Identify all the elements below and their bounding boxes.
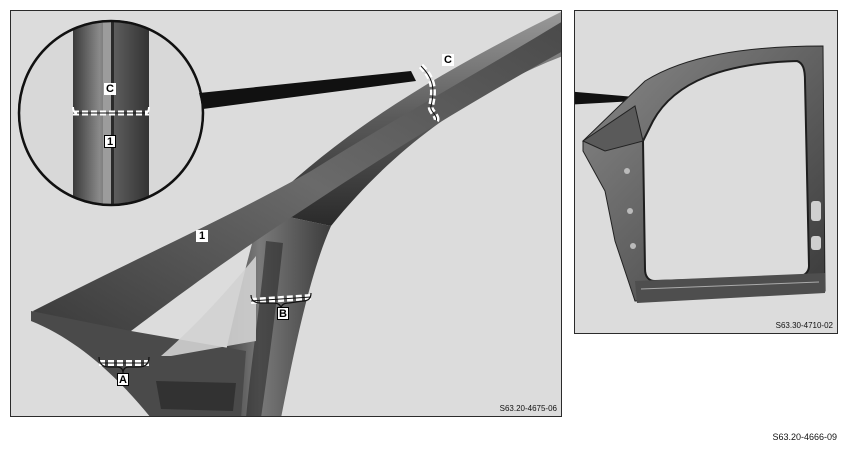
- label-seam-c: C: [442, 54, 454, 66]
- overview-leader: [575, 91, 635, 105]
- overview-figure-reference: S63.30-4710-02: [775, 321, 833, 330]
- a-pillar-drawing: [17, 11, 561, 416]
- overview-diagram-panel: S63.30-4710-02: [574, 10, 838, 334]
- leader-line: [199, 71, 416, 109]
- label-seam-c-inset: C: [104, 83, 116, 95]
- page-reference: S63.20-4666-09: [772, 432, 837, 442]
- label-seam-a: A: [117, 373, 129, 386]
- side-frame-drawing: [575, 45, 826, 303]
- outer-panel-part-1: [33, 22, 561, 331]
- main-diagram-panel: 1 1 C C B A S63.20-4675-06: [10, 10, 562, 417]
- detail-inset: [17, 19, 205, 207]
- weld-seam-c: [418, 63, 440, 123]
- label-seam-b: B: [277, 307, 289, 320]
- label-part-1: 1: [196, 230, 208, 242]
- door-opening: [641, 59, 811, 283]
- label-part-1-inset: 1: [104, 135, 116, 148]
- main-figure-reference: S63.20-4675-06: [499, 404, 557, 413]
